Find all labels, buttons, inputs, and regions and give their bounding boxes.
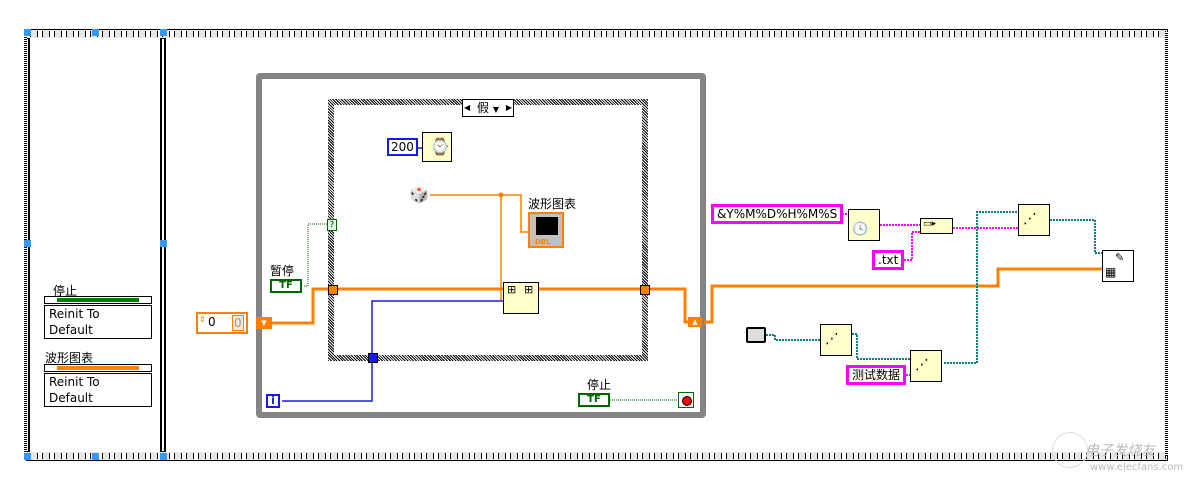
format-date-time-function[interactable]: 🕓 <box>848 209 880 241</box>
stop-icon <box>682 396 692 406</box>
pause-label: 暂停 <box>270 264 295 278</box>
case-tunnel-left[interactable] <box>328 285 338 295</box>
waveform-chart-terminal[interactable]: DBL <box>528 212 564 248</box>
case-structure[interactable] <box>328 99 648 361</box>
clock-icon: 🕓 <box>852 222 869 237</box>
stop-boolean-terminal[interactable]: TF <box>578 393 610 407</box>
selection-handle[interactable] <box>24 240 31 247</box>
selection-handle[interactable] <box>160 29 167 36</box>
array-exit-wire <box>704 267 1102 324</box>
wait-ms-function[interactable]: ⌚ <box>422 132 452 162</box>
watermark-url: www.elecfans.com <box>1090 462 1184 473</box>
format-string-constant[interactable]: &Y%M%D%H%M%S <box>711 204 844 224</box>
case-tunnel-right[interactable] <box>640 285 650 295</box>
shift-register-left[interactable]: ▼ <box>256 317 272 329</box>
stop-property-node-header[interactable] <box>44 296 152 304</box>
table-icon: ▦ <box>1105 265 1117 279</box>
build-path-function-2[interactable]: ⋰ <box>820 324 852 356</box>
watermark-brand: 电子发烧友 <box>1085 443 1155 459</box>
wait-ms-constant[interactable]: 200 <box>387 138 418 156</box>
folder-wire <box>766 334 820 341</box>
concatenate-strings-function[interactable]: ▭▸ <box>920 218 953 234</box>
array-element-value[interactable]: 0 <box>232 315 244 331</box>
array-wire <box>272 287 503 325</box>
pause-wire <box>304 223 328 287</box>
index-stepper-icon[interactable]: ⇕ <box>199 315 206 324</box>
concat-icon: ▭▸ <box>923 219 937 229</box>
chart-type-label: DBL <box>535 238 551 246</box>
array-constant[interactable]: ⇕ 0 0 <box>196 312 248 334</box>
build-path-function-1[interactable]: ⋰ <box>1018 204 1050 236</box>
write-spreadsheet-function[interactable]: ✎ ▦ <box>1102 250 1134 282</box>
case-selector-value: 假 <box>477 101 490 115</box>
stop-bar-fill <box>57 298 139 302</box>
array-index-value[interactable]: 0 <box>208 315 216 329</box>
iteration-terminal: i <box>266 394 280 408</box>
path-icon: ⋰ <box>915 357 929 373</box>
random-wire <box>430 194 502 300</box>
selection-handle[interactable] <box>160 240 167 247</box>
iteration-wire <box>282 300 503 402</box>
case-next-icon[interactable]: ▶ <box>505 103 512 112</box>
loop-condition-terminal[interactable] <box>678 392 694 408</box>
pencil-icon: ✎ <box>1115 251 1125 264</box>
while-loop[interactable] <box>256 73 706 418</box>
case-prev-icon[interactable]: ◀ <box>464 103 471 112</box>
shift-register-right[interactable]: ▲ <box>688 317 702 327</box>
stop-label: 停止 <box>587 378 612 392</box>
test-data-constant[interactable]: 测试数据 <box>846 365 907 385</box>
watch-icon: ⌚ <box>430 137 450 156</box>
chevron-down-icon[interactable]: ▼ <box>492 105 499 114</box>
default-directory-icon[interactable] <box>746 327 766 343</box>
array-out-wire <box>538 287 698 324</box>
pause-boolean-terminal[interactable]: TF <box>270 279 302 293</box>
random-number-icon[interactable]: 🎲 <box>409 185 429 204</box>
ext-wire <box>898 231 920 261</box>
chart-reinit-button[interactable]: Reinit To Default <box>44 373 152 407</box>
build2-wire <box>944 211 1018 364</box>
chart-indicator-label: 波形图表 <box>528 197 577 211</box>
selection-handle[interactable] <box>92 29 99 36</box>
array-icon: ⊞ <box>524 283 534 296</box>
chart-graph-icon <box>536 217 558 235</box>
selection-handle[interactable] <box>24 29 31 36</box>
case-selector-terminal[interactable]: ? <box>327 219 337 231</box>
build-path-function-3[interactable]: ⋰ <box>910 350 942 382</box>
frame-right-edge <box>1165 32 1168 456</box>
case-selector[interactable]: ◀ 假 ▼ ▶ <box>462 99 514 117</box>
chart-bar-fill <box>57 366 139 370</box>
extension-constant[interactable]: .txt <box>872 250 905 270</box>
path-icon: ⋰ <box>825 331 839 347</box>
chart-wire <box>501 194 529 233</box>
build1-wire <box>852 333 910 360</box>
selection-handle[interactable] <box>24 453 31 460</box>
replace-array-subset-function[interactable]: ⊞ ⊞ <box>503 282 539 314</box>
selection-handle[interactable] <box>92 453 99 460</box>
build3-wire <box>1050 219 1102 254</box>
array-icon: ⊞ <box>507 283 517 296</box>
path-icon: ⋰ <box>1023 211 1037 227</box>
chart-property-node-header[interactable] <box>44 364 152 372</box>
selection-handle[interactable] <box>160 453 167 460</box>
stop-reinit-button[interactable]: Reinit To Default <box>44 305 152 339</box>
watermark-logo-icon <box>1052 432 1088 468</box>
stop-property-label: 停止 <box>53 284 78 298</box>
case-tunnel-iteration[interactable] <box>368 353 378 363</box>
chart-property-label: 波形图表 <box>45 351 94 365</box>
